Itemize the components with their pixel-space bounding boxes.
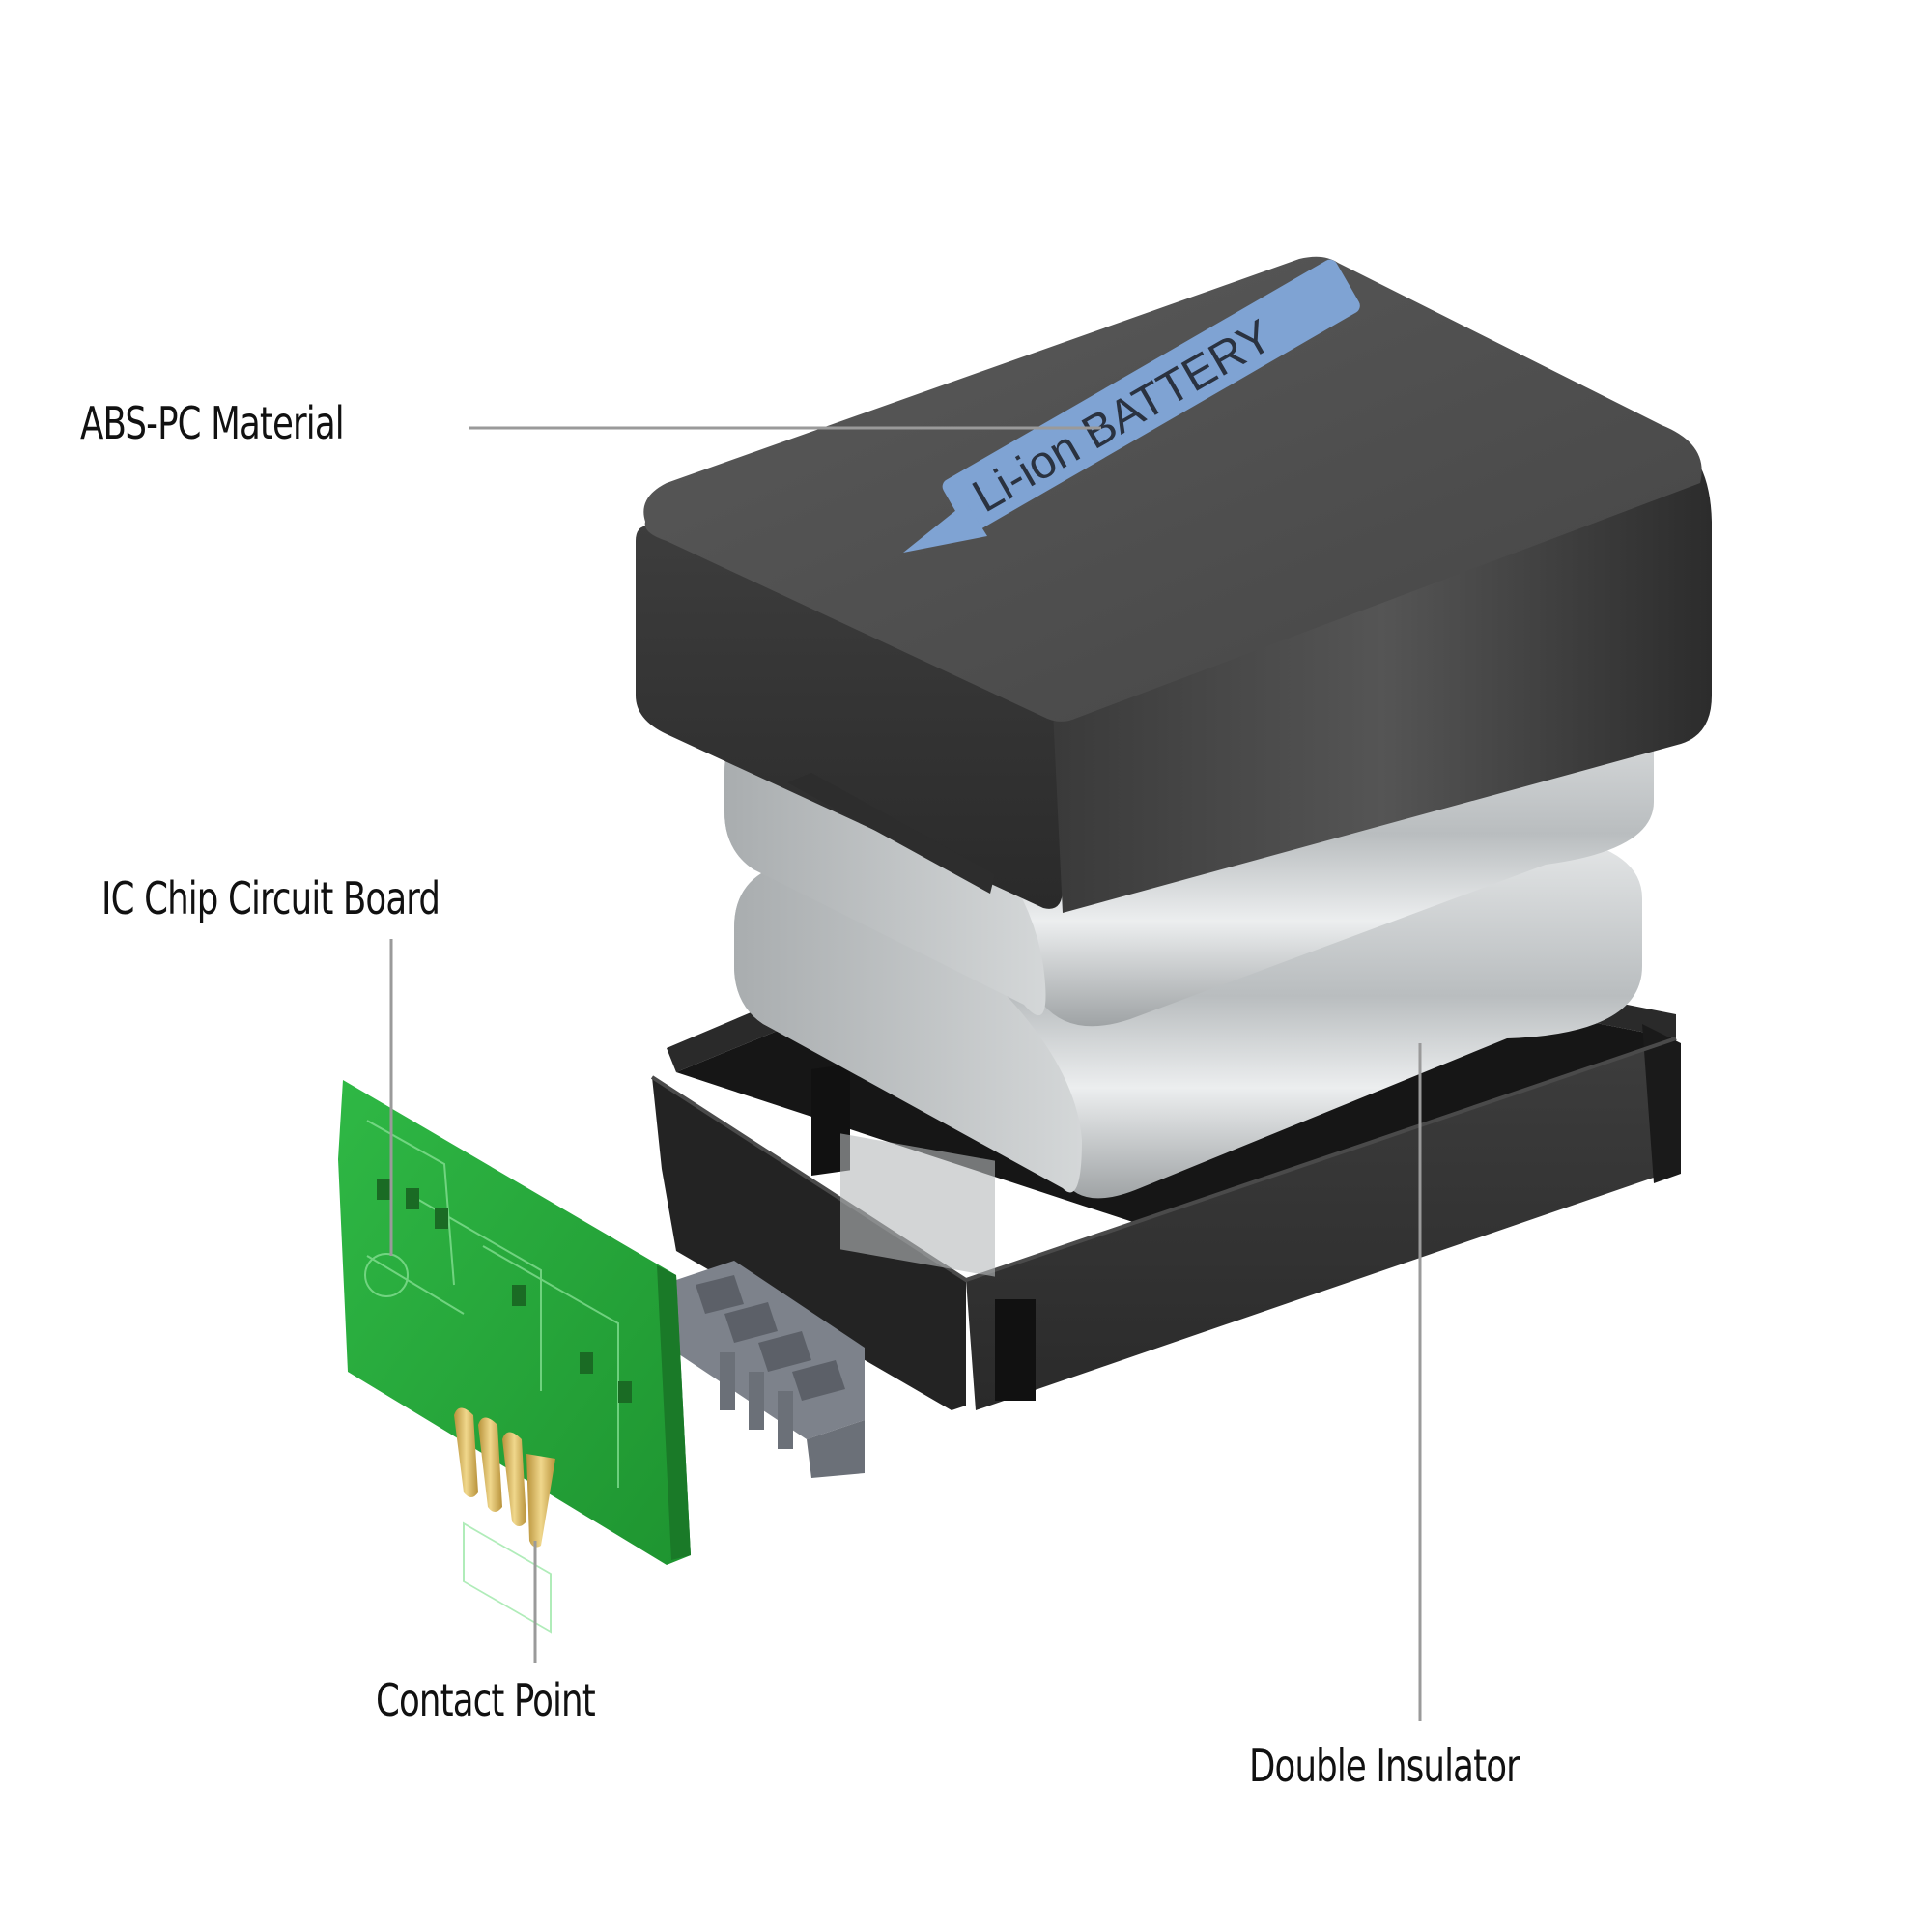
double-insulator-label: Double Insulator	[1249, 1740, 1520, 1792]
leader-lines	[389, 426, 1422, 1721]
terminal-connector	[676, 1261, 865, 1478]
ic-chip-circuit-board	[338, 1080, 691, 1634]
contact-point-label: Contact Point	[376, 1674, 596, 1726]
contact-points	[454, 1407, 555, 1548]
abs-pc-material-label: ABS-PC Material	[80, 397, 345, 449]
ic-chip-circuit-board-label: IC Chip Circuit Board	[101, 872, 440, 924]
battery-label	[942, 259, 1360, 533]
insert-direction-arrow-icon	[903, 502, 987, 553]
